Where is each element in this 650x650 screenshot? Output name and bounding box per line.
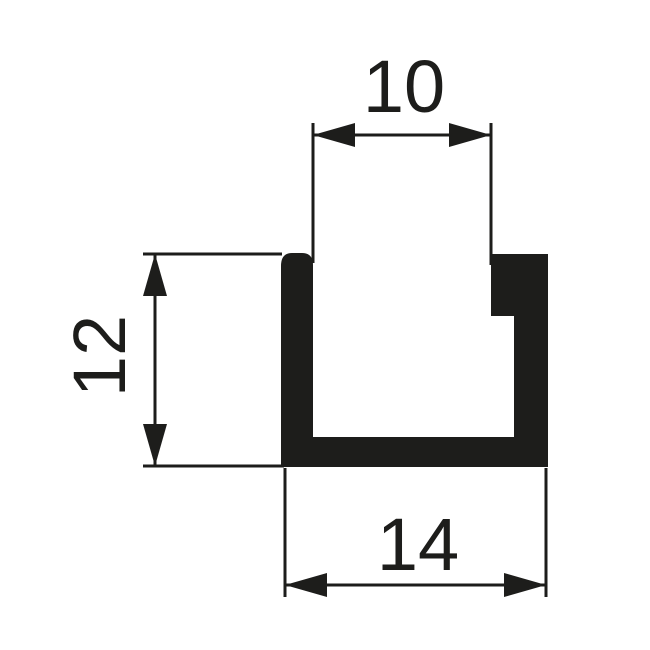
dimension-top-arrowhead-right-icon	[449, 123, 491, 147]
dimension-bottom-arrowhead-left-icon	[285, 573, 327, 597]
dimension-left-arrowhead-top-icon	[143, 254, 167, 296]
dimension-bottom-group: 14	[283, 468, 548, 597]
dimension-bottom-arrowhead-right-icon	[504, 573, 546, 597]
dimension-top-arrowhead-left-icon	[313, 123, 355, 147]
u-channel-profile-shape	[281, 253, 548, 467]
dimension-top-group: 10	[311, 45, 493, 265]
dimension-bottom-label: 14	[377, 503, 459, 586]
dimension-left-group: 12	[58, 252, 284, 468]
dimension-top-label: 10	[363, 45, 445, 128]
dimension-left-label: 12	[58, 315, 141, 397]
dimension-left-arrowhead-bottom-icon	[143, 424, 167, 466]
